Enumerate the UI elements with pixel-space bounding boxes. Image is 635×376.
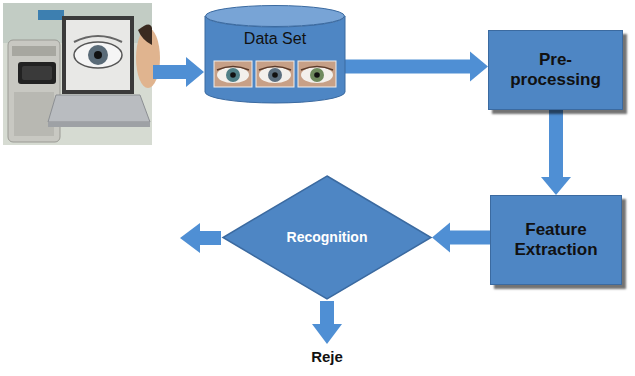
eye-thumbnail [298,61,336,87]
node-text: Feature Extraction [505,220,607,261]
database-cylinder: Data Set [205,5,345,103]
process-box: Pre- processing [488,30,623,110]
process-box: Feature Extraction [490,195,622,285]
flow-arrow [549,110,563,177]
input-arrow [153,57,204,87]
node-text: Pre- processing [503,50,608,91]
cylinder-outline [205,5,345,103]
node-text: Data Set [244,29,306,48]
iris-scanner-photo [3,3,160,145]
decision-diamond: Recognition [222,175,432,300]
accept-arrow [180,223,221,253]
eye-thumbnail [256,61,294,87]
reject-arrow [312,301,342,344]
outcome-label: Reje [311,348,343,365]
node-text: Recognition [287,229,368,246]
flow-arrow [450,231,490,245]
flow-arrow [345,60,470,74]
eye-thumbnail [214,61,252,87]
